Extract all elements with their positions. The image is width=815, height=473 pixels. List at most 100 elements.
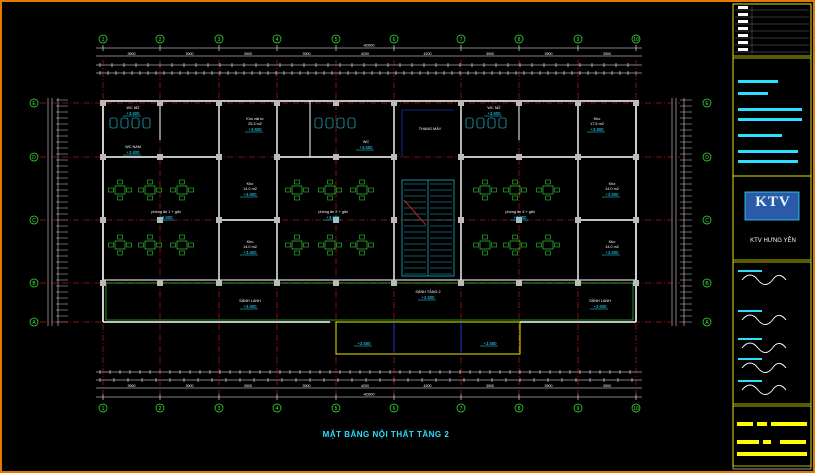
table xyxy=(509,185,521,195)
table xyxy=(542,240,554,250)
chair xyxy=(318,187,324,193)
chair xyxy=(368,242,374,248)
chair xyxy=(294,179,300,185)
title-block-field xyxy=(738,20,748,23)
title-block-stamp xyxy=(757,422,767,426)
toilet xyxy=(498,117,507,129)
chair xyxy=(285,242,291,248)
column xyxy=(516,100,522,106)
column xyxy=(458,217,464,223)
axis-bubble-num xyxy=(155,34,165,44)
table xyxy=(291,185,303,195)
axis-bubble-num xyxy=(389,34,399,44)
column xyxy=(633,100,639,106)
column xyxy=(633,154,639,160)
axis-label-num: 4 xyxy=(276,37,279,43)
table xyxy=(324,240,336,250)
table xyxy=(291,240,303,250)
chair xyxy=(294,250,300,256)
signature-label xyxy=(738,270,762,272)
stair-arrow xyxy=(403,199,427,226)
chair xyxy=(170,242,176,248)
axis-bubble-num xyxy=(331,34,341,44)
column xyxy=(100,154,106,160)
axis-label-alpha: A xyxy=(705,320,709,326)
axis-bubble-num xyxy=(514,403,524,413)
dim-bay: 3900 xyxy=(603,52,611,56)
title-block-field xyxy=(738,41,748,44)
axis-bubble-alpha xyxy=(702,278,712,288)
toilet xyxy=(336,117,345,129)
signature-label xyxy=(738,358,762,360)
chair xyxy=(368,187,374,193)
axis-bubble-num xyxy=(98,34,108,44)
chair xyxy=(117,195,123,201)
room-area: 25.3 m2 xyxy=(248,122,262,126)
title-block-stamp xyxy=(737,440,759,444)
column xyxy=(157,280,163,286)
chair xyxy=(285,187,291,193)
chair xyxy=(536,242,542,248)
column xyxy=(216,154,222,160)
axis-bubble-num xyxy=(389,403,399,413)
title-block-cell xyxy=(732,405,812,467)
drawing-title: MẶT BẰNG NỘI THẤT TẦNG 2 xyxy=(322,430,450,439)
chair xyxy=(521,187,527,193)
axis-bubble-alpha xyxy=(29,317,39,327)
room-level: +3.600 xyxy=(160,215,174,220)
room-name: THANG MÁY xyxy=(419,127,442,131)
column xyxy=(458,280,464,286)
signature xyxy=(741,314,787,325)
room-level: +3.600 xyxy=(244,250,258,255)
axis-label-num: 3 xyxy=(218,37,221,43)
room-level: +3.600 xyxy=(244,304,258,309)
chair xyxy=(536,187,542,193)
chair xyxy=(318,242,324,248)
walls xyxy=(100,100,639,355)
room-level: +3.600 xyxy=(591,127,605,132)
toilet xyxy=(109,117,118,129)
axis-bubble-alpha xyxy=(29,278,39,288)
dim-bay: 4200 xyxy=(424,384,432,388)
room-level: +3.600 xyxy=(327,215,341,220)
chair xyxy=(521,242,527,248)
axis-label-alpha: B xyxy=(32,281,36,287)
chair xyxy=(294,195,300,201)
axis-label-num: 1 xyxy=(102,37,105,43)
column xyxy=(216,280,222,286)
room-level: +3.600 xyxy=(606,192,620,197)
room-name: WC NỮ xyxy=(487,105,501,110)
title-block-frame xyxy=(732,3,812,470)
title-block-stamp xyxy=(780,440,806,444)
column xyxy=(575,217,581,223)
column xyxy=(100,217,106,223)
chair xyxy=(491,242,497,248)
table xyxy=(176,185,188,195)
chair xyxy=(359,195,365,201)
chair xyxy=(156,187,162,193)
room-name: SẢNH TẦNG 2 xyxy=(415,289,440,294)
signature-label xyxy=(738,338,762,340)
chair xyxy=(545,234,551,240)
chair xyxy=(117,250,123,256)
chair xyxy=(512,179,518,185)
chair xyxy=(545,250,551,256)
axis-label-num: 3 xyxy=(218,406,221,412)
room-area: 17.5 m2 xyxy=(590,122,604,126)
room-name: WC NỮ xyxy=(126,105,140,110)
axis-label-num: 4 xyxy=(276,406,279,412)
dim-bay: 3900 xyxy=(486,52,494,56)
room-level: +3.600 xyxy=(422,295,436,300)
column xyxy=(391,154,397,160)
room-level: +3.600 xyxy=(244,192,258,197)
table xyxy=(509,240,521,250)
dim-bay: 3900 xyxy=(303,52,311,56)
company-logo: KTV xyxy=(755,194,791,210)
axis-bubble-num xyxy=(272,34,282,44)
chair xyxy=(350,187,356,193)
column xyxy=(575,280,581,286)
axis-bubble-num xyxy=(456,34,466,44)
corridor-outline xyxy=(105,282,634,321)
chair xyxy=(170,187,176,193)
axis-label-num: 2 xyxy=(159,37,162,43)
